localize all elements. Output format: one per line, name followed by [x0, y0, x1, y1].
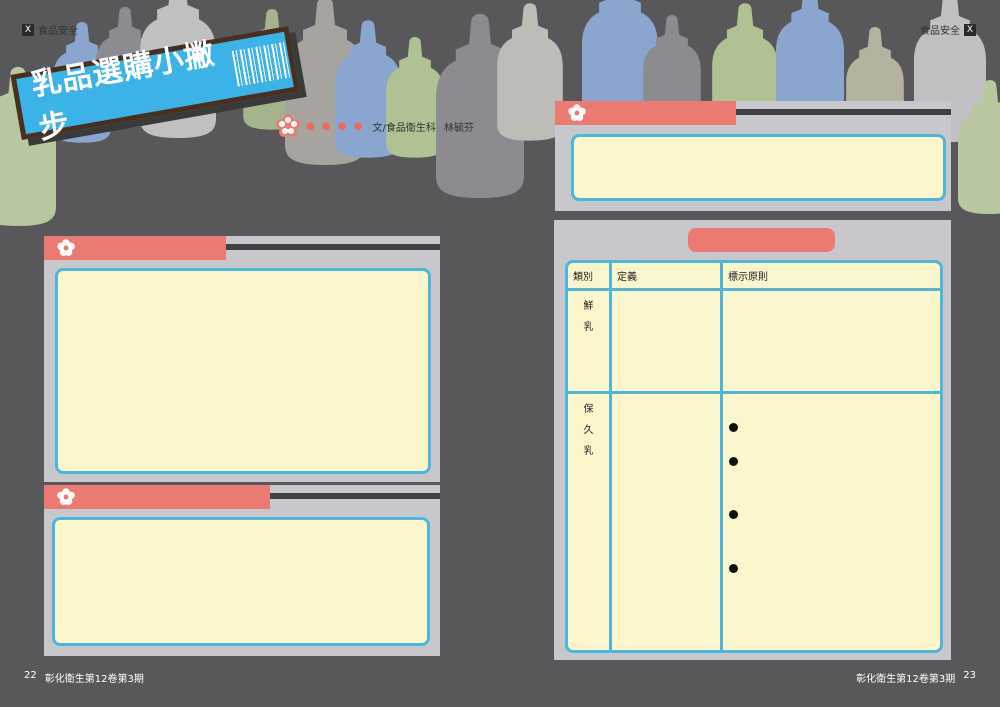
decorative-dots: ● ● ● ● — [306, 120, 365, 132]
table-row: 保 久 乳 — [568, 394, 940, 650]
header-category: 類別 — [568, 263, 612, 288]
bullet-point — [729, 564, 738, 573]
labeling-cell — [723, 291, 940, 391]
flower-icon — [276, 114, 300, 137]
category-char: 久 — [583, 425, 594, 436]
card-header — [44, 485, 270, 509]
bullet-point — [729, 457, 738, 466]
content-card-3 — [555, 101, 951, 211]
footer-left: 22 彰化衛生第12卷第3期 — [24, 670, 144, 685]
content-box — [571, 134, 946, 201]
logo-icon: X — [22, 23, 34, 36]
header-labeling: 標示原則 — [728, 272, 768, 283]
card-header — [44, 236, 226, 260]
page-number: 22 — [24, 670, 37, 681]
author-department: 文/食品衛生科 — [372, 122, 436, 134]
bullet-point — [729, 423, 738, 432]
category-char: 乳 — [583, 446, 594, 457]
definition-cell — [612, 394, 723, 650]
category-char: 鮮 — [583, 301, 594, 312]
category-cell: 保 久 乳 — [568, 394, 612, 650]
byline: ● ● ● ● 文/食品衛生科 林毓芬 — [276, 114, 474, 138]
page-number: 23 — [963, 670, 976, 681]
card-header — [555, 101, 736, 125]
content-card-1 — [44, 236, 440, 482]
milk-comparison-table: 類別 定義 標示原則 鮮 乳 保 久 乳 — [565, 260, 943, 653]
logo-icon: X — [964, 23, 976, 36]
labeling-cell — [723, 394, 940, 650]
publication-name: 彰化衛生第12卷第3期 — [856, 674, 956, 685]
section-label: 食品安全 — [920, 26, 960, 37]
footer-right: 彰化衛生第12卷第3期 23 — [856, 670, 976, 685]
card-header-rule — [736, 109, 951, 115]
section-tag-right: 食品安全 X — [920, 22, 976, 37]
category-char: 保 — [583, 404, 594, 415]
definition-cell — [612, 291, 723, 391]
content-box — [52, 517, 430, 646]
flower-icon — [57, 488, 75, 505]
card-header-rule — [270, 493, 440, 499]
category-cell: 鮮 乳 — [568, 291, 612, 391]
author-name: 林毓芬 — [443, 122, 474, 134]
table-header-row: 類別 定義 標示原則 — [568, 263, 940, 291]
section-label: 食品安全 — [38, 26, 78, 37]
category-char: 乳 — [583, 322, 594, 333]
section-tag-left: X 食品安全 — [22, 22, 78, 37]
table-row: 鮮 乳 — [568, 291, 940, 394]
flower-icon — [568, 104, 586, 121]
publication-name: 彰化衛生第12卷第3期 — [44, 674, 144, 685]
card-header-rule — [226, 244, 440, 250]
content-card-2 — [44, 485, 440, 656]
flower-icon — [57, 239, 75, 256]
content-box — [55, 268, 431, 474]
bullet-point — [729, 510, 738, 519]
barcode-icon — [231, 41, 293, 87]
table-title-pill — [688, 228, 835, 252]
header-definition: 定義 — [612, 263, 723, 288]
